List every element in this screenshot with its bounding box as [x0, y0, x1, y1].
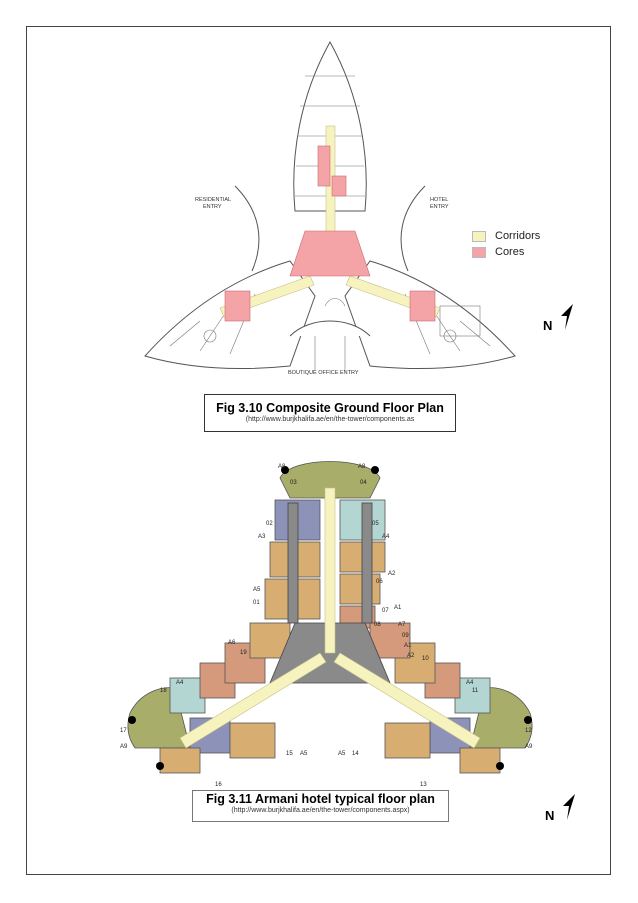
svg-text:A1: A1	[404, 643, 412, 649]
svg-text:04: 04	[360, 480, 367, 486]
corridor-swatch	[472, 230, 486, 242]
svg-text:HOTEL: HOTEL	[430, 197, 448, 203]
svg-text:18: 18	[160, 688, 167, 694]
svg-text:BOUTIQUE OFFICE ENTRY: BOUTIQUE OFFICE ENTRY	[288, 370, 359, 376]
svg-text:A4: A4	[176, 680, 184, 686]
legend-label: Corridors	[495, 230, 541, 242]
figure1-caption: Fig 3.10 Composite Ground Floor Plan (ht…	[204, 394, 456, 432]
svg-text:16: 16	[215, 782, 222, 788]
svg-text:A8: A8	[278, 464, 286, 470]
unit-16	[159, 747, 201, 774]
legend-item-cores: Cores	[472, 244, 540, 260]
svg-text:07: 07	[382, 608, 389, 614]
svg-text:19: 19	[240, 650, 247, 656]
svg-text:A5: A5	[253, 587, 261, 593]
svg-text:A8: A8	[358, 464, 366, 470]
east-corridor	[333, 652, 481, 749]
svg-text:06: 06	[376, 579, 383, 585]
svg-text:05: 05	[372, 521, 379, 527]
svg-text:12: 12	[525, 728, 532, 734]
west-corridor	[179, 652, 327, 749]
svg-text:17: 17	[120, 728, 127, 734]
svg-text:A2: A2	[407, 653, 415, 659]
east-core	[409, 290, 436, 322]
svg-text:A5: A5	[300, 751, 308, 757]
svg-text:A7: A7	[398, 622, 406, 628]
svg-text:11: 11	[472, 688, 479, 694]
unit-03-04	[279, 461, 381, 499]
svg-text:ENTRY: ENTRY	[430, 204, 449, 210]
svg-text:A4: A4	[466, 680, 474, 686]
svg-text:A5: A5	[338, 751, 346, 757]
svg-text:09: 09	[402, 633, 409, 639]
north-arrow-icon	[561, 304, 573, 330]
page-border	[26, 26, 611, 875]
svg-text:02: 02	[266, 521, 273, 527]
figure1-source: (http://www.burjkhalifa.ae/en/the-tower/…	[245, 416, 415, 423]
svg-text:A1: A1	[394, 605, 402, 611]
legend-label: Cores	[495, 246, 525, 258]
unit-07	[339, 573, 381, 605]
north-label: N	[545, 808, 555, 823]
residential-arc	[234, 185, 260, 272]
north-arrow-icon	[563, 794, 575, 820]
svg-text:A9: A9	[120, 744, 128, 750]
svg-text:15: 15	[286, 751, 293, 757]
boutique-arc	[289, 320, 371, 337]
north-arrow-1: N	[543, 304, 573, 333]
svg-text:14: 14	[352, 751, 359, 757]
figure2-source: (http://www.burjkhalifa.ae/en/the-tower/…	[231, 807, 410, 814]
svg-text:08: 08	[374, 622, 381, 628]
svg-text:ENTRY: ENTRY	[203, 204, 222, 210]
legend-item-corridors: Corridors	[472, 228, 540, 244]
svg-text:01: 01	[253, 600, 260, 606]
svg-text:10: 10	[422, 656, 429, 662]
svg-text:A9: A9	[525, 744, 533, 750]
svg-text:13: 13	[420, 782, 427, 788]
north-label: N	[543, 318, 553, 333]
west-core	[224, 290, 251, 322]
north-arrow-2: N	[545, 794, 575, 823]
north-core	[317, 145, 331, 187]
hotel-arc	[400, 185, 426, 272]
unit-18	[169, 677, 206, 714]
core-swatch	[472, 246, 486, 258]
unit-15	[229, 722, 276, 759]
central-core	[289, 230, 371, 277]
svg-text:A6: A6	[228, 640, 236, 646]
svg-text:03: 03	[290, 480, 297, 486]
figure2-caption: Fig 3.11 Armani hotel typical floor plan…	[192, 790, 449, 822]
unit-14	[384, 722, 431, 759]
svg-text:A2: A2	[388, 571, 396, 577]
figure1-title: Fig 3.10 Composite Ground Floor Plan	[216, 401, 444, 415]
north-corridor	[324, 487, 336, 654]
unit-11	[454, 677, 491, 714]
svg-text:A4: A4	[382, 534, 390, 540]
figure2-title: Fig 3.11 Armani hotel typical floor plan	[206, 792, 435, 806]
svg-text:A3: A3	[258, 534, 266, 540]
svg-text:RESIDENTIAL: RESIDENTIAL	[195, 197, 231, 203]
unit-13	[459, 747, 501, 774]
plan-legend: Corridors Cores	[472, 228, 540, 260]
